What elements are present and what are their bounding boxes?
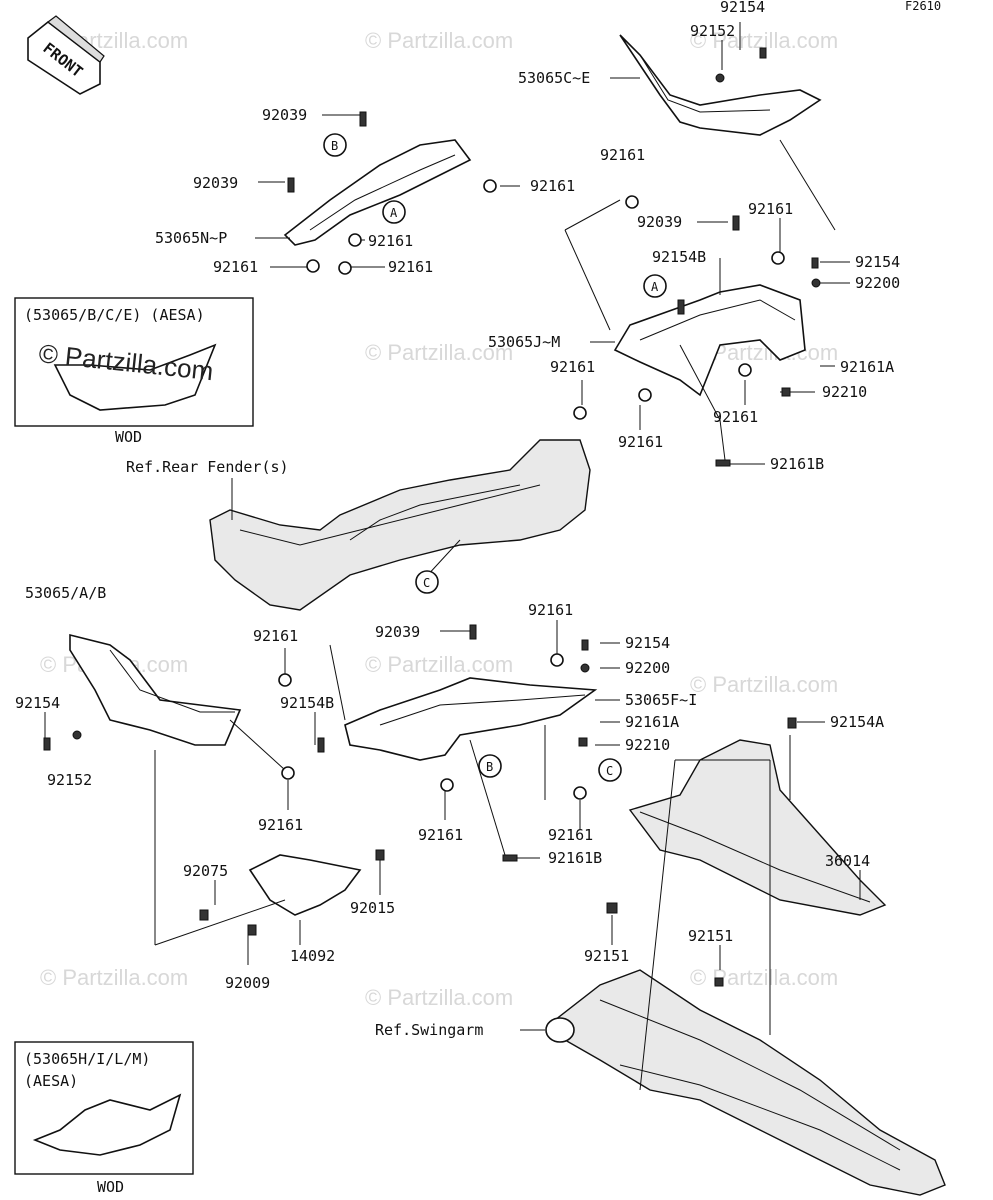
part-number-labels: 92154 92152 53065C~E 92039 92039 92161 5…: [15, 0, 900, 992]
inset-top-footer: WOD: [115, 428, 142, 446]
part-label: 92161: [528, 601, 573, 619]
watermark: © Partzilla.com: [40, 965, 188, 990]
part-label: 92015: [350, 899, 395, 917]
callout-b-label: B: [486, 760, 493, 774]
watermark: © Partzilla.com: [690, 965, 838, 990]
callout-a-label: A: [390, 206, 398, 220]
part-label: 92161: [618, 433, 663, 451]
part-label: 53065N~P: [155, 229, 227, 247]
part-14092-cover: [248, 854, 362, 916]
part-label: 92009: [225, 974, 270, 992]
callout-b: [478, 754, 502, 778]
part-label: 92210: [625, 736, 670, 754]
part-label: 92151: [584, 947, 629, 965]
part-label: 53065/A/B: [25, 584, 106, 602]
part-rear-fender: [209, 439, 591, 611]
part-label: 92161: [600, 146, 645, 164]
watermark: © Partzilla.com: [365, 985, 513, 1010]
figure-code: F2610: [905, 0, 941, 13]
callout-c: [415, 570, 439, 594]
part-label: 92161A: [840, 358, 894, 376]
part-label: 92039: [637, 213, 682, 231]
part-label: 92161: [388, 258, 433, 276]
part-53065a-cover: [69, 633, 242, 746]
callout-markers: B A A C B C: [323, 133, 667, 782]
inset-aesa-top: (53065/B/C/E) (AESA) © Partzilla.com WOD: [14, 297, 254, 446]
part-label: 92039: [262, 106, 307, 124]
leader-lines: [44, 22, 861, 1091]
part-label: 92161: [368, 232, 413, 250]
ref-rear-fender: Ref.Rear Fender(s): [126, 458, 289, 476]
part-label: 92154: [15, 694, 60, 712]
part-label: 92154: [855, 253, 900, 271]
fasteners: [43, 47, 821, 987]
part-label: 92154A: [830, 713, 884, 731]
callout-b-label: B: [331, 139, 338, 153]
part-label: 36014: [825, 852, 870, 870]
part-label: 92039: [375, 623, 420, 641]
part-label: 92161: [258, 816, 303, 834]
callout-a: [382, 200, 406, 224]
part-label: 92152: [690, 22, 735, 40]
callout-c-label: C: [423, 576, 430, 590]
part-label: 92161: [530, 177, 575, 195]
part-label: 92151: [688, 927, 733, 945]
part-label: 53065F~I: [625, 691, 697, 709]
callout-c-label: C: [606, 764, 613, 778]
callout-c: [598, 758, 622, 782]
watermark: © Partzilla.com: [365, 28, 513, 53]
inset-bottom-subtitle: (AESA): [24, 1072, 78, 1090]
inset-aesa-bottom: (53065H/I/L/M) (AESA) WOD: [14, 1041, 194, 1196]
part-label: 92200: [855, 274, 900, 292]
inset-top-title: (53065/B/C/E) (AESA): [24, 306, 205, 324]
part-swingarm: [554, 969, 946, 1196]
inset-bottom-footer: WOD: [97, 1178, 124, 1196]
part-label: 92161: [748, 200, 793, 218]
part-label: 92161B: [770, 455, 824, 473]
part-label: 92161B: [548, 849, 602, 867]
callout-b: [323, 133, 347, 157]
watermark: © Partzilla.com: [690, 672, 838, 697]
part-label: 92161A: [625, 713, 679, 731]
callout-a: [643, 274, 667, 298]
part-label: 92200: [625, 659, 670, 677]
part-label: 92075: [183, 862, 228, 880]
part-label: 92161: [418, 826, 463, 844]
part-53065j-cover: [613, 284, 806, 397]
part-label: 92161: [213, 258, 258, 276]
part-label: 53065C~E: [518, 69, 590, 87]
swingarm-pivot: [545, 1017, 575, 1043]
part-label: 92039: [193, 174, 238, 192]
inset-bottom-title: (53065H/I/L/M): [24, 1050, 150, 1068]
part-label: 92154: [720, 0, 765, 16]
part-53065f-cover: [344, 677, 598, 761]
part-53065n-cover: [283, 139, 472, 246]
part-label: 92161: [713, 408, 758, 426]
callout-a-label: A: [651, 280, 659, 294]
part-label: 92161: [253, 627, 298, 645]
part-label: 92154: [625, 634, 670, 652]
part-label: 92161: [548, 826, 593, 844]
watermark: © Partzilla.com: [365, 340, 513, 365]
watermark: © Partzilla.com: [365, 652, 513, 677]
part-label: 92161: [550, 358, 595, 376]
part-label: 92154B: [280, 694, 334, 712]
part-label: 92152: [47, 771, 92, 789]
part-label: 14092: [290, 947, 335, 965]
part-label: 92210: [822, 383, 867, 401]
ref-swingarm: Ref.Swingarm: [375, 1021, 483, 1039]
part-label: 53065J~M: [488, 333, 560, 351]
part-label: 92154B: [652, 248, 706, 266]
